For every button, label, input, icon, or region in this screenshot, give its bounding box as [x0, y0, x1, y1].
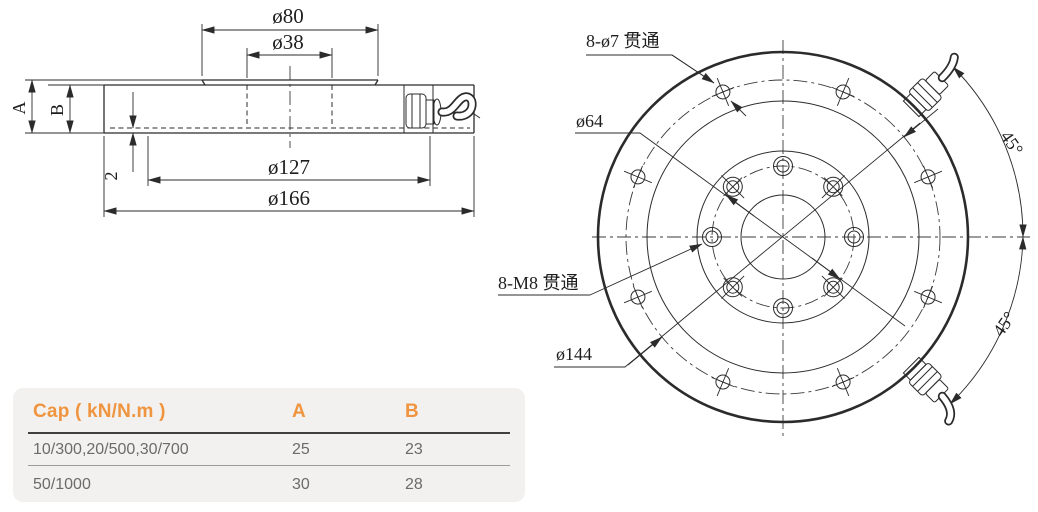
- dim-d166: ø166: [103, 136, 475, 217]
- cell-capacity: 50/1000: [33, 475, 91, 493]
- angle-top-label: 45°: [997, 127, 1028, 159]
- header-col-a: A: [292, 400, 306, 422]
- cable-gland-bottom: [902, 356, 956, 426]
- dim-a: A: [9, 79, 202, 134]
- inner-hole-pattern: [702, 156, 864, 318]
- dim-d64-label: ø64: [576, 111, 603, 131]
- dim-d38: ø38: [246, 30, 333, 78]
- dim-recess: 2: [101, 92, 137, 181]
- boss-circle: [696, 150, 870, 324]
- angle-bottom-label: 45°: [989, 308, 1020, 340]
- dim-b-label: B: [47, 104, 67, 116]
- dim-d80-label: ø80: [272, 4, 304, 28]
- header-divider: [28, 432, 510, 434]
- dim-d166-label: ø166: [268, 186, 310, 210]
- dim-recess-label: 2: [101, 172, 121, 181]
- dim-d144-label: ø144: [556, 344, 592, 364]
- dim-inner-bolt-circle: ø64: [575, 111, 906, 327]
- dim-b: B: [47, 84, 104, 134]
- table-row: 10/300,20/500,30/700 25 23: [13, 434, 525, 465]
- body-outline: [103, 84, 475, 134]
- dim-outer-bolt-circle: ø144: [554, 108, 939, 368]
- callout-inner-holes: 8-M8 贯通: [498, 243, 703, 296]
- dim-d38-label: ø38: [272, 30, 304, 54]
- cell-b: 23: [405, 440, 423, 458]
- spec-table-header: Cap ( kN/N.m ) A B: [13, 388, 525, 432]
- callout-outer-holes: 8-ø7 贯通: [586, 31, 747, 117]
- cell-a: 25: [292, 440, 310, 458]
- center-hole-circle: [740, 194, 826, 280]
- spec-table: Cap ( kN/N.m ) A B 10/300,20/500,30/700 …: [13, 388, 525, 502]
- recess-circle: [646, 100, 920, 374]
- header-capacity: Cap ( kN/N.m ): [33, 400, 166, 422]
- inner-bolt-circle: [711, 165, 855, 309]
- cell-capacity: 10/300,20/500,30/700: [33, 440, 189, 458]
- header-col-b: B: [405, 400, 419, 422]
- outer-hole-pattern: [623, 77, 943, 397]
- callout-inner-holes-label: 8-M8 贯通: [498, 273, 579, 293]
- dim-d127-label: ø127: [268, 155, 310, 179]
- cell-b: 28: [405, 475, 423, 493]
- dim-d80: ø80: [201, 4, 379, 76]
- side-view: ø80 ø38 A B 2 ø127: [9, 4, 481, 217]
- angle-dim-bottom: 45°: [949, 236, 1027, 405]
- cable-gland-side: [405, 92, 481, 129]
- hole-hidden-lines: [246, 85, 333, 128]
- dim-d127: ø127: [147, 136, 431, 186]
- outer-bolt-circle: [625, 79, 941, 395]
- cell-a: 30: [292, 475, 310, 493]
- front-view: ø64 ø144 8-ø7 贯通 8-M8 贯通 45°: [498, 31, 1030, 436]
- row-divider: [28, 465, 510, 466]
- table-row: 50/1000 30 28: [13, 466, 525, 503]
- angle-dim-top: 45°: [952, 66, 1028, 238]
- cable-gland-top: [902, 52, 959, 118]
- connector-block: [403, 85, 434, 133]
- callout-outer-holes-label: 8-ø7 贯通: [586, 31, 660, 51]
- dim-a-label: A: [9, 102, 29, 115]
